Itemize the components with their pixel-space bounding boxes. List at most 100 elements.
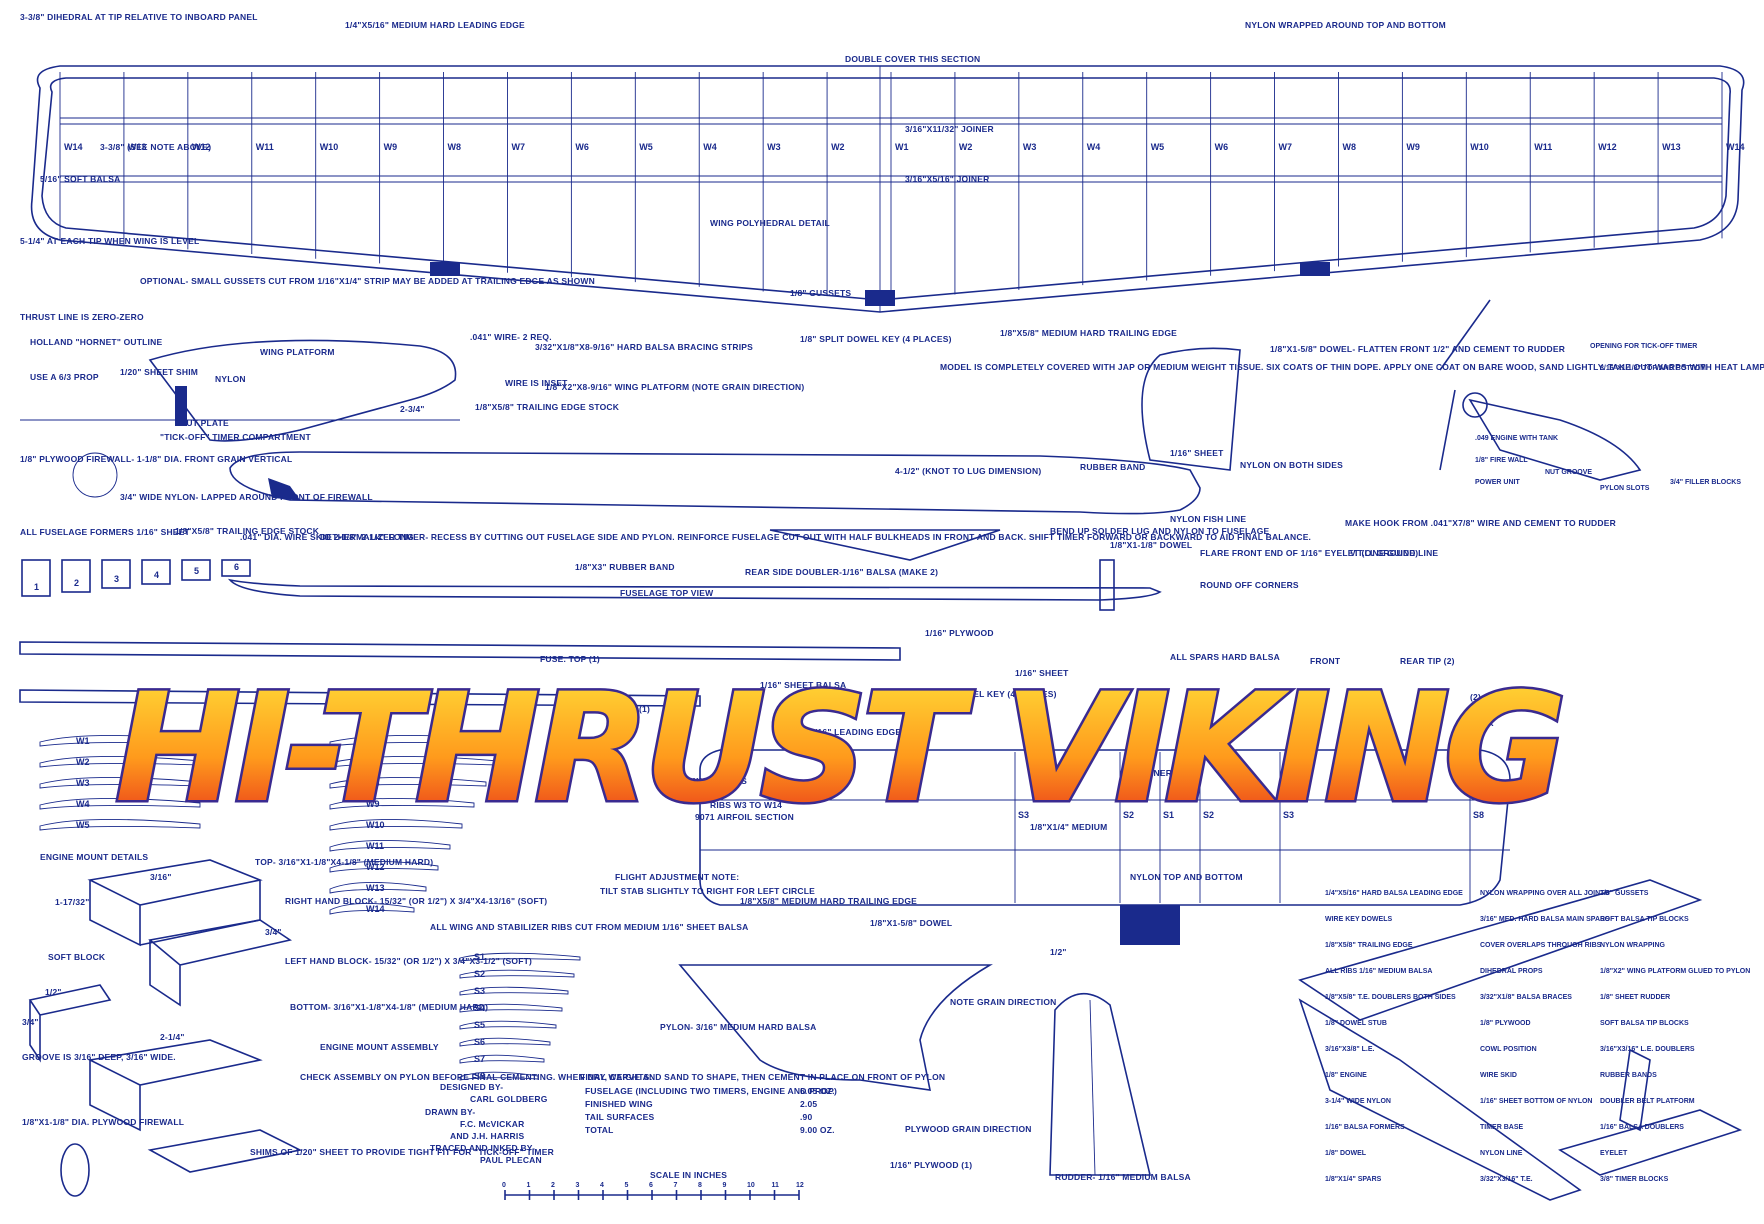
former-number: 3: [114, 574, 119, 584]
left-block: [148, 919, 292, 1007]
thrust-line-note: THRUST LINE IS ZERO-ZERO: [20, 312, 144, 322]
hook-note: MAKE HOOK FROM .041"X7/8" WIRE AND CEMEN…: [1345, 518, 1616, 528]
former-number: 5: [194, 566, 199, 576]
prop-note: USE A 6/3 PROP: [30, 372, 99, 382]
stab-note-plywood: 1/16" PLYWOOD: [925, 628, 994, 638]
scale-tick-label: 10: [747, 1182, 755, 1189]
iso-note: WIRE KEY DOWELS: [1325, 916, 1392, 923]
weight-label: FUSELAGE (INCLUDING TWO TIMERS, ENGINE A…: [585, 1086, 837, 1096]
iso-fuselage: [1298, 998, 1582, 1201]
mount-soft: SOFT BLOCK: [48, 952, 106, 962]
formers-note: ALL FUSELAGE FORMERS 1/16" SHEET: [20, 527, 191, 537]
stab-rib-shape: [459, 1054, 545, 1064]
covering-note: MODEL IS COMPLETELY COVERED WITH JAP OR …: [940, 362, 1764, 372]
wing-rib-shape: [329, 819, 463, 831]
stab-rib-shape-label: S5: [474, 1020, 485, 1030]
stab-note-leading: 3/16" LEADING EDGE: [810, 727, 901, 737]
iso-note: 1/8" SHEET RUDDER: [1600, 994, 1670, 1001]
stab-note-dowel: 1/8"X1-5/8" DOWEL: [870, 918, 952, 928]
stab-rib-label: S1: [1163, 810, 1174, 820]
wing-rib-shape: [39, 798, 201, 810]
shim-note: 1/20" SHEET SHIM: [120, 367, 198, 377]
stab-note-front: FRONT: [1310, 656, 1341, 666]
solder-note: BEND UP SOLDER LUG AND NYLON TO FUSELAGE: [1050, 526, 1270, 536]
stab-note-airfoil1: W1, W2 OIL S: [690, 776, 747, 786]
rudder-outline: [1049, 992, 1152, 1176]
iso-note: 1/8" GUSSETS: [1600, 890, 1649, 897]
wing-rib-label: W11: [256, 142, 274, 152]
stab-note-joiner: 1/8" JOINER: [1120, 768, 1172, 778]
scale-tick-label: 1: [527, 1182, 531, 1189]
platform-note: WING PLATFORM: [260, 347, 335, 357]
stab-rib-shape: [459, 1071, 539, 1081]
weight-label: TAIL SURFACES: [585, 1112, 654, 1122]
scale-tick-label: 2: [551, 1182, 555, 1189]
stab-rib-shape-label: S6: [474, 1037, 485, 1047]
wing-rib-shape-label: W2: [76, 757, 90, 767]
iso-note: 1/16" BALSA FORMERS: [1325, 1124, 1405, 1131]
weights-table: FUSELAGE (INCLUDING TWO TIMERS, ENGINE A…: [585, 1086, 837, 1135]
iso-note: 1/16" SHEET BOTTOM OF NYLON: [1480, 1098, 1592, 1105]
wing-rib-label: W14: [1726, 142, 1745, 152]
stab-note-nylon-tb: NYLON TOP AND BOTTOM: [1130, 872, 1243, 882]
wing-note-dihedral: 3-3/8" DIHEDRAL AT TIP RELATIVE TO INBOA…: [20, 12, 258, 22]
nylon-note: NYLON: [215, 374, 246, 384]
mount-details: ENGINE MOUNT DETAILS: [40, 852, 148, 862]
wing-rib-label: W12: [192, 142, 211, 152]
wing-rib-shape-label: W1: [76, 736, 90, 746]
iso-note: 3/32"X3/16" T.E.: [1480, 1176, 1533, 1183]
fuselage-side-view: [20, 339, 1241, 561]
wing-rib-label: W6: [575, 142, 589, 152]
stab-rib-shape: [459, 952, 581, 962]
wing-rib-label: W14: [64, 142, 83, 152]
wing-rib-label: W3: [1023, 142, 1037, 152]
stab-rib-label: S2: [1203, 810, 1214, 820]
rubber-band-note: RUBBER BAND: [1080, 462, 1145, 472]
iso-note: 3/16"X3/16" L.E. DOUBLERS: [1600, 1046, 1695, 1053]
wing-rib-label: W13: [1662, 142, 1681, 152]
pylon-label: PYLON- 3/16" MEDIUM HARD BALSA: [660, 1022, 816, 1032]
spinner-icon: [1462, 392, 1488, 418]
doubler-outline: [769, 529, 1001, 561]
wing-rib-shape-label: W8: [366, 778, 380, 788]
weight-value: 9.00 OZ.: [800, 1125, 835, 1135]
mount-check: CHECK ASSEMBLY ON PYLON BEFORE FINAL CEM…: [300, 1072, 945, 1082]
wing-rib-label: W8: [1342, 142, 1356, 152]
stab-rib-label: S2: [1123, 810, 1134, 820]
rubber-18-note: 1/8"X3" RUBBER BAND: [575, 562, 675, 572]
dowel118-note: 1/8"X1-1/8" DOWEL: [1110, 540, 1192, 550]
stab-note-sheet: 1/16" SHEET: [1015, 668, 1069, 678]
credit-tracer: PAUL PLECAN: [480, 1155, 542, 1165]
iso-note: NYLON WRAPPING: [1600, 942, 1666, 949]
iso-note: COWL POSITION: [1480, 1046, 1537, 1053]
scale-tick-label: 9: [723, 1182, 727, 1189]
mount-firewall: 1/8"X1-1/8" DIA. PLYWOOD FIREWALL: [22, 1117, 184, 1127]
stab-rib-shape-label: S2: [474, 969, 485, 979]
stab-note-te: 1/8"X5/8" MEDIUM HARD TRAILING EDGE: [740, 896, 917, 906]
dowel-stub: [1099, 559, 1115, 611]
stab-rib-label: S8: [1473, 810, 1484, 820]
wing-rib-shape: [39, 819, 201, 831]
iso-note: NYLON LINE: [1480, 1150, 1523, 1157]
wing-rib-label: W7: [1279, 142, 1293, 152]
flare-note: FLARE FRONT END OF 1/16" EYELET (LINE GU…: [1200, 548, 1418, 558]
wing-outline: [30, 65, 1745, 313]
dt-note: DETHERMALIZER TIMER- RECESS BY CUTTING O…: [320, 532, 1311, 542]
firewall-disc-icon: [60, 1143, 90, 1197]
fish-line-note: NYLON FISH LINE: [1170, 514, 1246, 524]
pylon-outline-plan: [678, 964, 993, 1091]
iso-note: 1/8"X5/8" TRAILING EDGE: [1325, 942, 1413, 949]
wing-rib-label: W10: [1470, 142, 1489, 152]
mount-assembly: ENGINE MOUNT ASSEMBLY: [320, 1042, 439, 1052]
wing-rib-lines: [59, 72, 1723, 300]
top-view-outline: [227, 578, 1162, 601]
doubler-note: REAR SIDE DOUBLER-1/16" BALSA (MAKE 2): [745, 567, 938, 577]
weight-label: TOTAL: [585, 1125, 614, 1135]
wing-rib-shape: [39, 777, 201, 789]
credit-drawn: DRAWN BY-: [425, 1107, 475, 1117]
wing-rib-label: W2: [959, 142, 973, 152]
power-unit-engine: .049 ENGINE WITH TANK: [1475, 435, 1558, 442]
